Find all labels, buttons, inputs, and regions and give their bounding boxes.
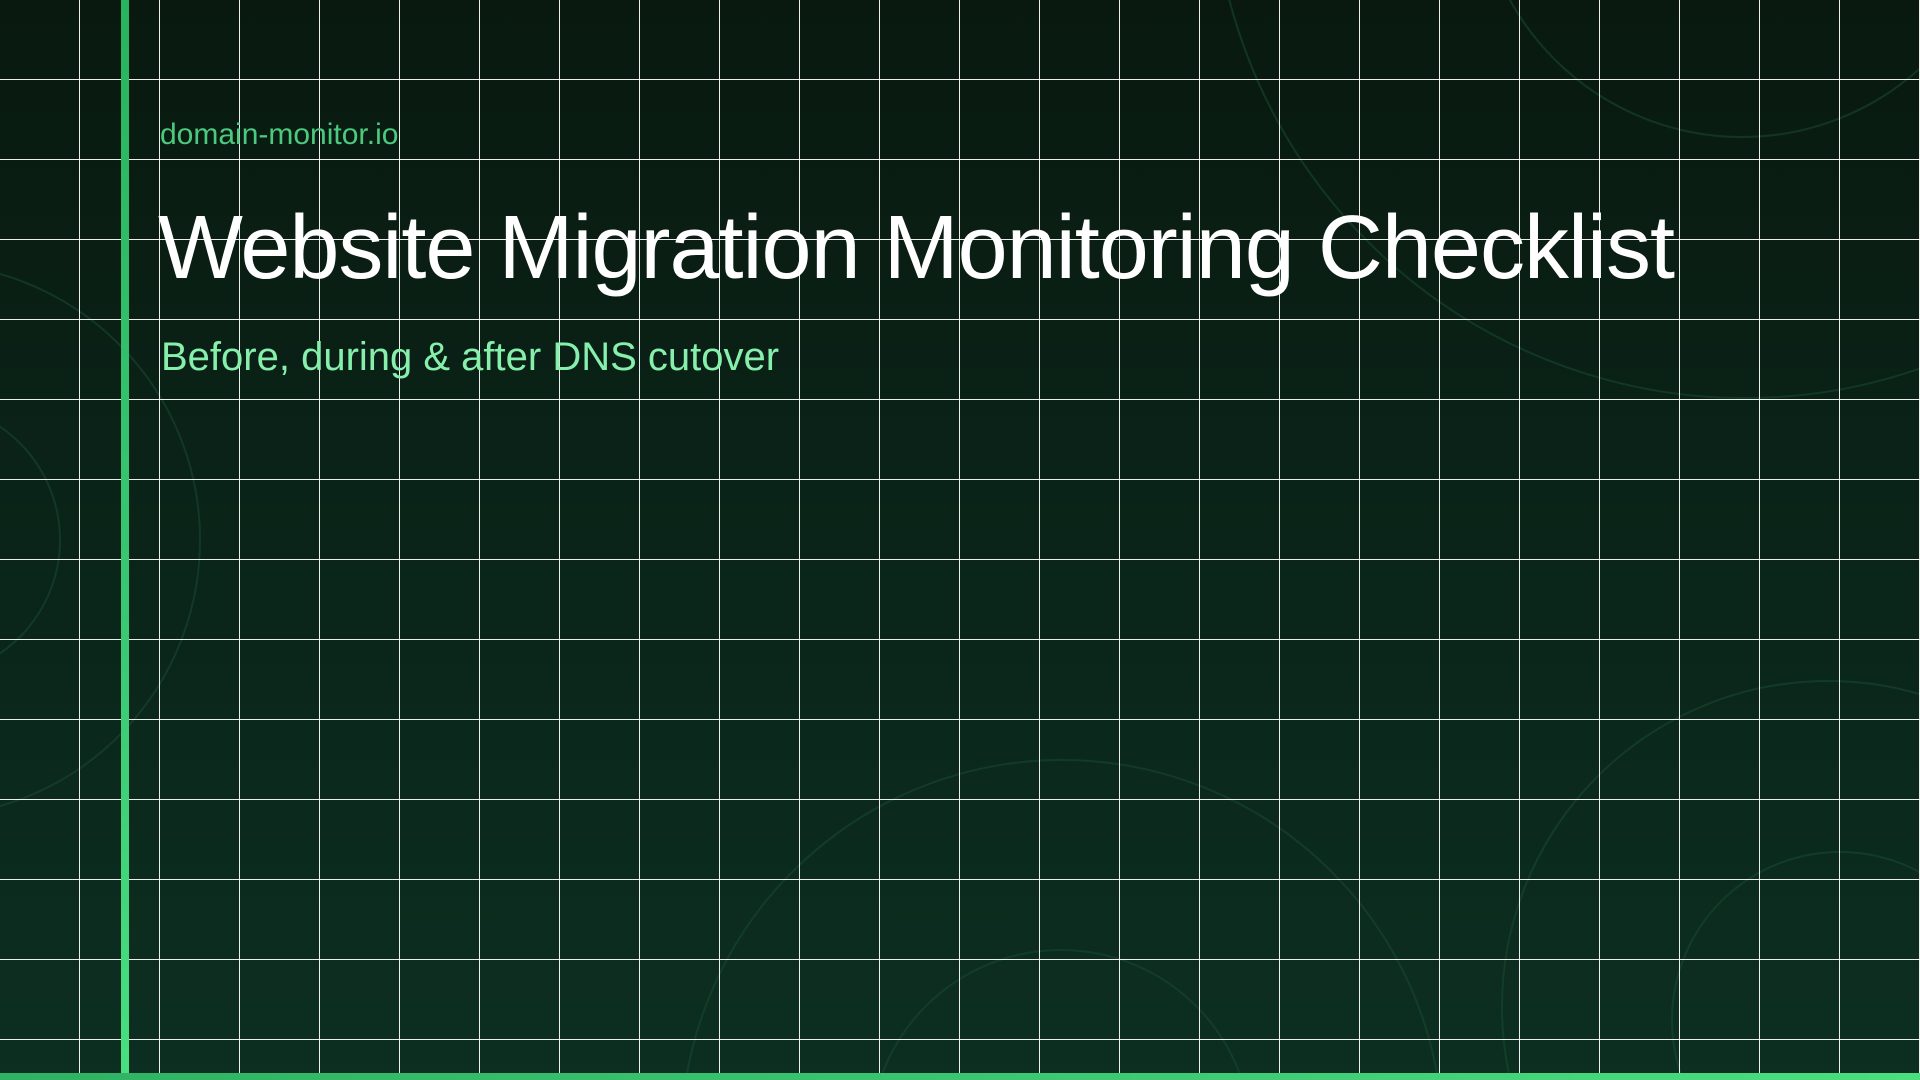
bottom-accent-bar	[0, 1073, 1920, 1080]
circle-bottom-center-outer	[684, 759, 1440, 1080]
brand-domain: domain-monitor.io	[160, 118, 399, 151]
circle-bottom-right-inner	[1671, 851, 1920, 1080]
page-subtitle: Before, during & after DNS cutover	[161, 335, 780, 379]
circle-bottom-right-outer	[1501, 680, 1920, 1080]
page-title: Website Migration Monitoring Checklist	[158, 198, 1675, 298]
vertical-accent-bar	[121, 0, 129, 1073]
circle-top-right-inner	[1508, 0, 1920, 138]
circle-left-inner	[0, 425, 61, 655]
circle-bottom-center-inner	[878, 949, 1244, 1080]
